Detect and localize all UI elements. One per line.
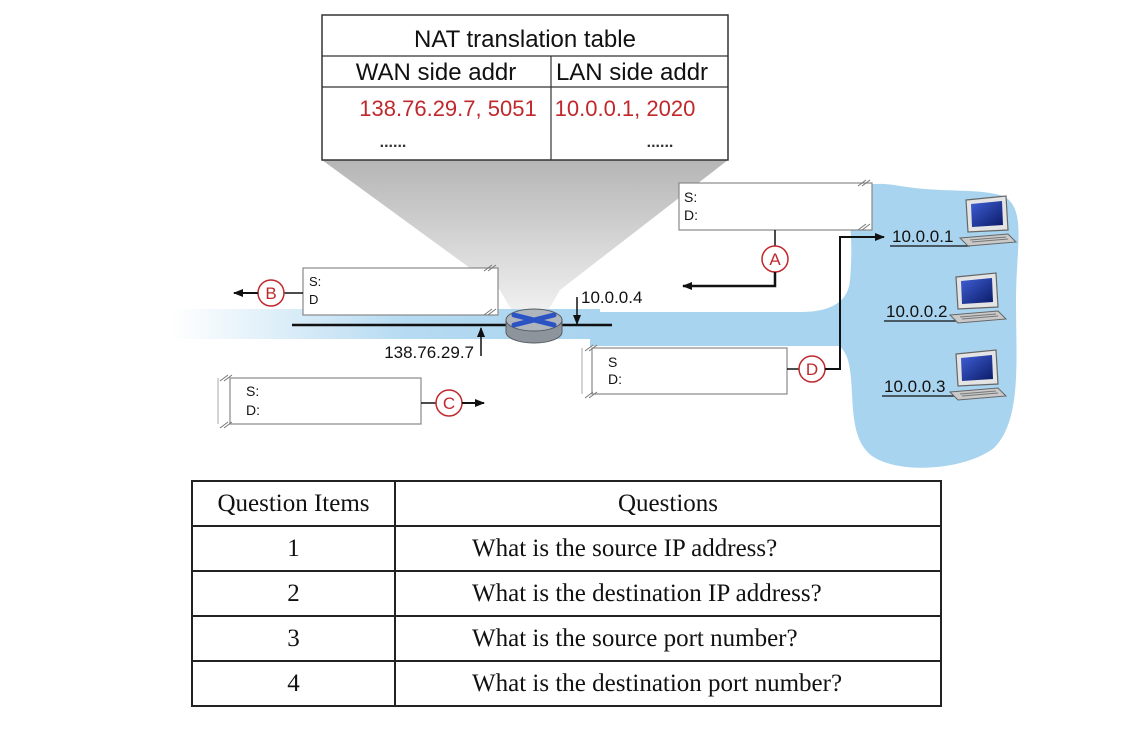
nat-router <box>505 308 563 344</box>
lan-side-header: LAN side addr <box>556 59 708 86</box>
table-row: 4 What is the destination port number? <box>191 660 942 707</box>
table-row: 1 What is the source IP address? <box>191 525 942 572</box>
router-wan-addr: 138.76.29.7 <box>384 343 474 362</box>
packet-a: S: D: <box>678 179 873 231</box>
host-1-computer-icon <box>958 195 1018 247</box>
router-lan-addr: 10.0.0.4 <box>581 288 642 307</box>
lan-entry: 10.0.0.1, 2020 <box>555 96 696 121</box>
packet-d-box <box>591 347 788 395</box>
arrow-d <box>825 233 885 370</box>
question-table: Question Items Questions 1 What is the s… <box>191 480 942 707</box>
question-items-header: Question Items <box>191 480 396 527</box>
packet-d-tail-marks <box>584 344 598 399</box>
packet-d-dst: D: <box>608 371 622 387</box>
question-text: What is the source IP address? <box>394 525 942 572</box>
marker-a-label: A <box>769 250 781 269</box>
wan-side-header: WAN side addr <box>356 59 517 86</box>
packet-c-tail-marks <box>219 374 233 429</box>
packet-c: S: D: <box>217 374 422 429</box>
wan-entry: 138.76.29.7, 5051 <box>359 96 536 121</box>
host-1-addr: 10.0.0.1 <box>892 227 953 246</box>
host-2-computer-icon <box>948 272 1008 324</box>
arrow-a <box>682 272 777 290</box>
table-row: 3 What is the source port number? <box>191 615 942 662</box>
packet-b-src: S: <box>309 274 321 289</box>
router-arrows-icon <box>511 312 557 328</box>
packet-d: S D: <box>581 344 788 399</box>
host-3-computer-icon <box>948 349 1008 401</box>
question-item-number: 3 <box>191 615 396 662</box>
questions-header: Questions <box>394 480 942 527</box>
question-text: What is the destination port number? <box>394 660 942 707</box>
nat-table-funnel <box>322 160 728 316</box>
lan-more-entries: ...... <box>647 134 674 151</box>
packet-b-box <box>302 267 499 316</box>
packet-c-dst: D: <box>246 402 260 418</box>
packet-d-src: S <box>608 354 617 370</box>
marker-c-label: C <box>443 394 455 413</box>
packet-a-tail-marks <box>857 179 871 231</box>
question-table-header-row: Question Items Questions <box>191 480 942 527</box>
packet-b-tail-marks <box>483 264 497 316</box>
host-3-addr: 10.0.0.3 <box>884 377 945 396</box>
packet-b: S: D <box>302 264 499 316</box>
question-item-number: 4 <box>191 660 396 707</box>
packet-a-box <box>678 182 873 231</box>
question-item-number: 2 <box>191 570 396 617</box>
table-row: 2 What is the destination IP address? <box>191 570 942 617</box>
packet-c-box <box>229 377 422 425</box>
wan-more-entries: ...... <box>380 134 407 151</box>
packet-b-dst: D <box>309 292 318 307</box>
marker-d-label: D <box>806 360 818 379</box>
nat-table-title: NAT translation table <box>414 26 636 53</box>
packet-a-src: S: <box>684 189 697 205</box>
question-item-number: 1 <box>191 525 396 572</box>
packet-c-src: S: <box>246 383 259 399</box>
question-text: What is the source port number? <box>394 615 942 662</box>
packet-a-dst: D: <box>684 207 698 223</box>
host-2-addr: 10.0.0.2 <box>886 302 947 321</box>
question-text: What is the destination IP address? <box>394 570 942 617</box>
nat-translation-table: NAT translation table WAN side addr LAN … <box>321 14 729 161</box>
marker-b-label: B <box>265 284 276 303</box>
